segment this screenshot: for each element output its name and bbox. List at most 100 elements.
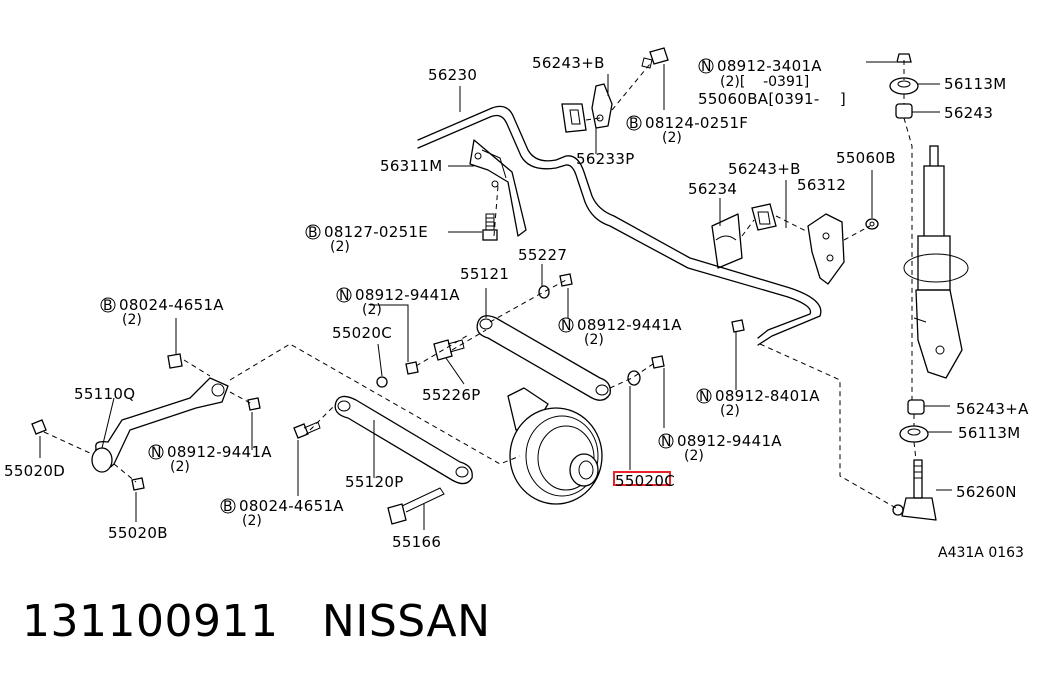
label-08912-9441a-3: 08912-9441A	[167, 443, 272, 461]
label-08912-9441a-4-qty: (2)	[684, 448, 704, 464]
bracket-56312	[807, 213, 845, 285]
bolt-08127-0251e	[482, 213, 498, 241]
lateral-link-55120p	[334, 395, 473, 485]
label-08912-9441a-4: 08912-9441A	[677, 432, 782, 450]
footer-part-number: 131100911	[22, 596, 279, 647]
bushing-56243b-mid	[751, 203, 777, 231]
label-08124-0251f-qty: (2)	[662, 130, 682, 146]
nut-08912-9441a-3	[247, 397, 261, 411]
label-55226p: 55226P	[422, 386, 481, 404]
mount-56113m-low	[899, 425, 929, 443]
nut-08912-9441a-2	[405, 361, 419, 375]
bracket-56311m	[469, 139, 527, 237]
label-56243-top: 56243	[944, 104, 993, 122]
bolt-55166	[387, 487, 445, 525]
leader-lines	[39, 61, 952, 530]
label-56260n: 56260N	[956, 483, 1017, 501]
link-56260n	[892, 459, 937, 521]
highlight-box	[613, 471, 671, 486]
label-08024-4651a-2: 08024-4651A	[239, 497, 344, 515]
clamp-56233p-top	[591, 83, 613, 129]
bolt-08024-4651a-2	[293, 421, 321, 439]
bolt-55226p	[433, 339, 465, 361]
footer-caption: 131100911 NISSAN	[22, 596, 491, 647]
shock-absorber-strut	[903, 145, 969, 379]
label-08127-0251e-qty: (2)	[330, 239, 350, 255]
prefix-n: N	[151, 445, 161, 461]
label-08912-9441a-3-qty: (2)	[170, 459, 190, 475]
circled-n-icon	[336, 287, 352, 303]
axle-housing-hub	[507, 387, 603, 505]
circled-n-icon	[696, 388, 712, 404]
label-56311m: 56311M	[380, 157, 442, 175]
bushing-56243-top	[895, 103, 913, 119]
washer-55227	[538, 285, 550, 299]
label-56113m-low: 56113M	[958, 424, 1020, 442]
label-08024-4651a-1: 08024-4651A	[119, 296, 224, 314]
label-55020d: 55020D	[4, 462, 65, 480]
prefix-n: N	[699, 389, 709, 405]
label-55060b: 55060B	[836, 149, 896, 167]
prefix-b: B	[629, 116, 639, 132]
washer-55020c-1	[376, 376, 388, 388]
label-56312: 56312	[797, 176, 846, 194]
callout-labels: 56230 56243+B N 08912-3401A (2)[ -0391] …	[4, 54, 1029, 561]
label-08912-9441a-2-qty: (2)	[584, 332, 604, 348]
prefix-n: N	[701, 59, 711, 75]
label-08912-3401a-qty: (2)[ -0391]	[720, 74, 809, 90]
circled-b-icon	[305, 224, 321, 240]
label-08124-0251f: 08124-0251F	[645, 114, 748, 132]
nut-08912-9441a-1	[559, 273, 573, 287]
label-56233p: 56233P	[576, 150, 635, 168]
label-08024-4651a-2-qty: (2)	[242, 513, 262, 529]
label-55020c-2: 55020C	[615, 472, 675, 490]
nut-08912-9441a-4	[651, 355, 665, 369]
label-08912-9441a-1: 08912-9441A	[355, 286, 460, 304]
label-55120p: 55120P	[345, 473, 404, 491]
label-56243b-mid: 56243+B	[728, 160, 801, 178]
circled-b-icon	[220, 498, 236, 514]
bolt-08124-0251f	[641, 47, 669, 69]
washer-55020c-2	[627, 370, 641, 386]
label-08912-9441a-2: 08912-9441A	[577, 316, 682, 334]
bolt-08024-4651a-1	[167, 353, 183, 369]
circled-n-icon	[698, 58, 714, 74]
label-55020b: 55020B	[108, 524, 168, 542]
label-56230: 56230	[428, 66, 477, 84]
label-08912-8401a: 08912-8401A	[715, 387, 820, 405]
circled-n-icon	[148, 444, 164, 460]
label-55060ba: 55060BA[0391- ]	[698, 90, 846, 108]
label-08912-9441a-1-qty: (2)	[362, 302, 382, 318]
label-55121: 55121	[460, 265, 509, 283]
drawing-code: A431A 0163	[938, 545, 1024, 561]
label-56234: 56234	[688, 180, 737, 198]
label-55110q: 55110Q	[74, 385, 135, 403]
label-56243b-top: 56243+B	[532, 54, 605, 72]
prefix-b: B	[223, 499, 233, 515]
circled-n-icon	[658, 433, 674, 449]
label-08912-8401a-qty: (2)	[720, 403, 740, 419]
label-55166: 55166	[392, 533, 441, 551]
nut-55020b	[131, 477, 145, 491]
circled-b-icon	[626, 115, 642, 131]
bolt-55020d	[31, 419, 47, 435]
washer-55060b	[865, 218, 879, 230]
label-08912-3401a: 08912-3401A	[717, 57, 822, 75]
alignment-lines	[43, 60, 917, 509]
clamp-56234	[711, 213, 743, 269]
label-08024-4651a-1-qty: (2)	[122, 312, 142, 328]
bushing-56243b-top	[561, 103, 587, 133]
label-55227: 55227	[518, 246, 567, 264]
lateral-link-55121	[476, 315, 611, 401]
circled-n-icon	[558, 317, 574, 333]
label-56113m-top: 56113M	[944, 75, 1006, 93]
prefix-n: N	[561, 318, 571, 334]
nut-08912-3401a	[896, 53, 912, 63]
nut-08912-8401a	[731, 319, 745, 333]
prefix-n: N	[339, 288, 349, 304]
footer-brand: NISSAN	[321, 596, 491, 647]
mount-56113m-top	[889, 77, 919, 95]
bushing-56243a	[907, 399, 925, 415]
prefix-b: B	[308, 225, 318, 241]
